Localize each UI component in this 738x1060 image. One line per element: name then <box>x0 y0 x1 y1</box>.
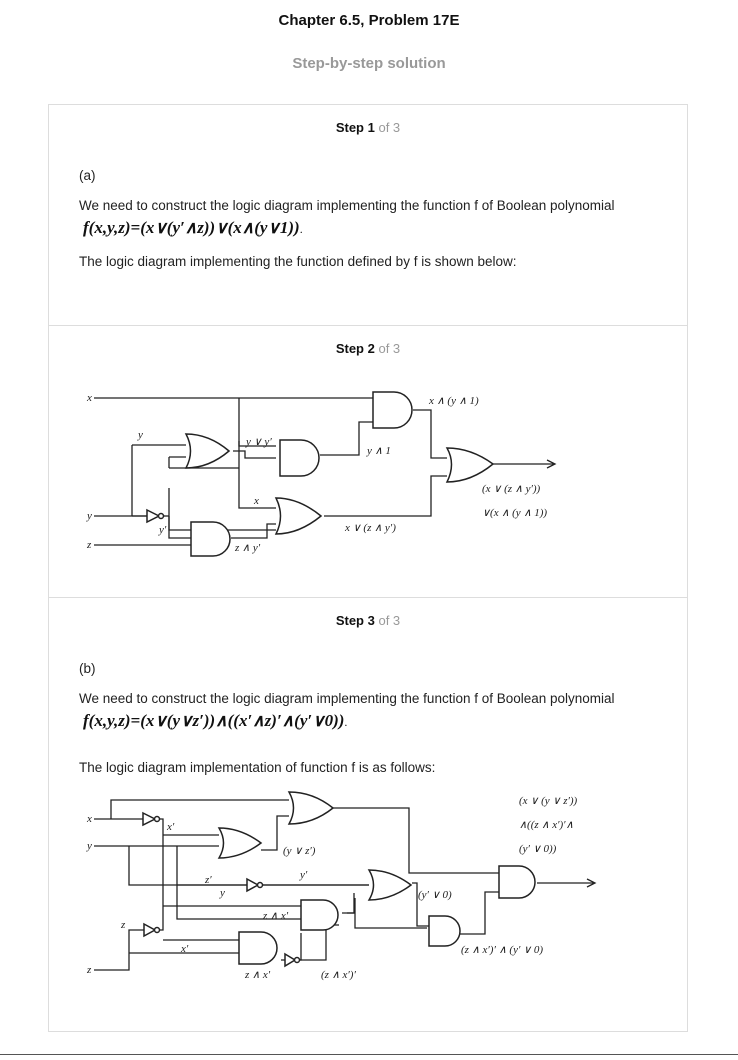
step-3: Step 3 of 3 (b) We need to construct the… <box>49 597 687 1032</box>
label-y-or-yprime: y ∨ y′ <box>245 436 272 448</box>
step-2-label: Step 2 <box>335 341 375 356</box>
step-1-of: of 3 <box>378 120 401 135</box>
not-gate-x <box>142 811 157 827</box>
label-y-top: y <box>137 429 143 441</box>
label-x-mid: x <box>253 495 259 507</box>
solution-card: Step 1 of 3 (a) We need to construct the… <box>48 104 688 1032</box>
or-gate-mid <box>274 497 323 535</box>
and-gate-zx <box>300 899 339 931</box>
not-gate-y-b <box>246 877 260 893</box>
not-bubble-y <box>157 512 165 520</box>
label-x-prime: x′ <box>166 821 175 833</box>
step-1-outro: The logic diagram implementing the funct… <box>79 254 517 269</box>
step-1-intro: We need to construct the logic diagram i… <box>79 198 615 213</box>
step-2-header: Step 2 of 3 <box>49 341 687 356</box>
label-x: x <box>86 392 92 404</box>
not-bubble-z <box>153 926 161 934</box>
label-y-prime-b: y′ <box>299 869 308 881</box>
or-gate-output <box>445 447 495 483</box>
page-title: Chapter 6.5, Problem 17E <box>278 12 460 29</box>
logic-diagram-b: x y z z x′ z′ y y′ x′ (y ∨ z′) (y′ ∨ 0) … <box>86 791 597 981</box>
label-z-and-yprime: z ∧ y′ <box>234 542 261 554</box>
step-1-label: Step 1 <box>335 120 375 135</box>
formula-dot: . <box>299 222 303 236</box>
label-y-and-1: y ∧ 1 <box>366 445 391 457</box>
label-output-b-1: (x ∨ (y ∨ z′)) <box>519 795 578 807</box>
step-1: Step 1 of 3 (a) We need to construct the… <box>49 105 687 325</box>
label-y-or-zprime: (y ∨ z′) <box>283 845 316 857</box>
and-gate-mid-b <box>428 915 461 947</box>
or-gate-y0 <box>367 869 413 901</box>
and-gate-zx-inner <box>238 931 278 965</box>
label-x-b: x <box>86 813 92 825</box>
and-gate-top <box>372 391 413 429</box>
label-output-2: ∨(x ∧ (y ∧ 1)) <box>482 507 547 519</box>
not-gate-y <box>146 508 161 524</box>
step-1-formula: f(x,y,z)=(x∨(y′∧z))∨(x∧(y∨1)). <box>83 218 303 238</box>
label-x-or-zy: x ∨ (z ∧ y′) <box>344 522 396 534</box>
label-zx-paren: (z ∧ x′)′ <box>321 969 356 981</box>
label-z-side: z <box>120 919 126 931</box>
and-gate-output-b <box>498 865 536 899</box>
logic-diagram-a: x y y z y′ y ∨ y′ x ∧ (y ∧ 1) y ∧ 1 x z … <box>86 391 557 557</box>
part-b-label: (b) <box>79 661 96 676</box>
not-gate-z <box>143 922 157 938</box>
step-3-header: Step 3 of 3 <box>49 613 687 628</box>
not-bubble-x <box>153 815 161 823</box>
label-z-and-xprime: z ∧ x′ <box>262 910 289 922</box>
label-y-b: y <box>86 840 92 852</box>
bottom-divider <box>0 1054 738 1055</box>
label-mid-out: (z ∧ x′)′ ∧ (y′ ∨ 0) <box>461 944 543 956</box>
label-z-and-xprime-inner: z ∧ x′ <box>244 969 271 981</box>
not-bubble-y-b <box>256 881 264 889</box>
label-and-top: x ∧ (y ∧ 1) <box>428 395 479 407</box>
or-gate-yz <box>217 827 263 859</box>
or-gate-y <box>184 433 231 469</box>
formula-b: f(x,y,z)=(x∨(y∨z′))∧((x′∧z)′∧(y′∨0)) <box>83 711 345 730</box>
label-y-prime: y′ <box>158 524 167 536</box>
label-y-lbl: y <box>219 887 225 899</box>
label-output-1: (x ∨ (z ∧ y′)) <box>482 483 541 495</box>
and-gate-y1 <box>279 439 320 477</box>
label-z: z <box>86 539 92 551</box>
label-yprime-or-0: (y′ ∨ 0) <box>418 889 452 901</box>
not-bubble-zx <box>293 956 301 964</box>
step-2-of: of 3 <box>378 341 401 356</box>
and-gate-zy <box>190 521 231 557</box>
label-output-b-3: (y′ ∨ 0)) <box>519 843 557 855</box>
step-1-header: Step 1 of 3 <box>49 120 687 135</box>
or-gate-top-b <box>287 791 335 825</box>
step-3-intro: We need to construct the logic diagram i… <box>79 691 615 706</box>
label-output-b-2: ∧((z ∧ x′)′∧ <box>519 819 574 831</box>
label-x-prime-2: x′ <box>180 943 189 955</box>
label-z-prime: z′ <box>204 874 212 886</box>
not-gate-zx <box>284 952 297 968</box>
solution-subtitle: Step-by-step solution <box>292 55 446 72</box>
step-3-label: Step 3 <box>335 613 375 628</box>
step-3-outro: The logic diagram implementation of func… <box>79 760 436 775</box>
step-2: Step 2 of 3 <box>49 325 687 598</box>
formula-b-dot: . <box>344 715 348 729</box>
step-3-of: of 3 <box>378 613 401 628</box>
label-y: y <box>86 510 92 522</box>
formula-a: f(x,y,z)=(x∨(y′∧z))∨(x∧(y∨1)) <box>83 218 300 237</box>
step-3-formula: f(x,y,z)=(x∨(y∨z′))∧((x′∧z)′∧(y′∨0)). <box>83 711 347 731</box>
part-a-label: (a) <box>79 168 96 183</box>
label-z-b: z <box>86 964 92 976</box>
